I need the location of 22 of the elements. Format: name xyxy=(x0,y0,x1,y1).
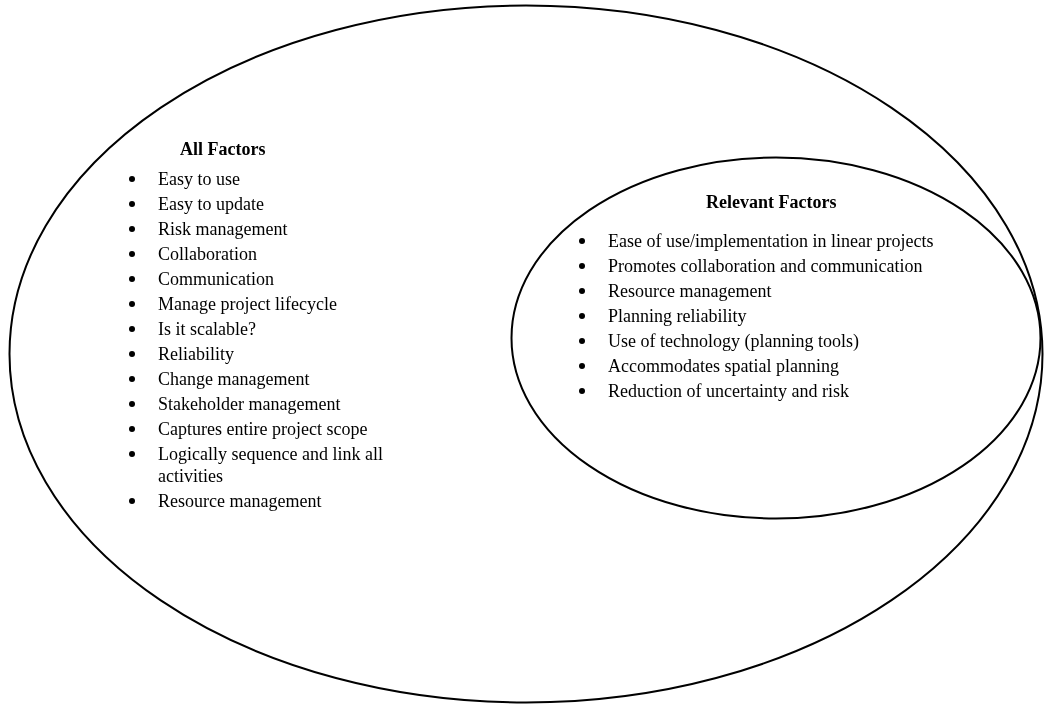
bullet-item: Change management xyxy=(124,368,424,390)
bullet-item: Ease of use/implementation in linear projects xyxy=(574,230,954,252)
bullet-item: Planning reliability xyxy=(574,305,954,327)
heading: Relevant Factors xyxy=(706,192,837,213)
bullet-item: Easy to update xyxy=(124,193,424,215)
bullet-item: Collaboration xyxy=(124,243,424,265)
bullet-item: Risk management xyxy=(124,218,424,240)
bullet-item: Accommodates spatial planning xyxy=(574,355,954,377)
bullet-item: Stakeholder management xyxy=(124,393,424,415)
bullet-item: Reduction of uncertainty and risk xyxy=(574,380,954,402)
bullet-item: Captures entire project scope xyxy=(124,418,424,440)
bullet-item: Resource management xyxy=(124,490,424,512)
bullet-item: Promotes collaboration and communication xyxy=(574,255,954,277)
bullet-item: Logically sequence and link all activities xyxy=(124,443,424,487)
bullet-item: Is it scalable? xyxy=(124,318,424,340)
bullet-item: Resource management xyxy=(574,280,954,302)
heading: All Factors xyxy=(180,139,266,160)
bullet-item: Reliability xyxy=(124,343,424,365)
bullet-item: Communication xyxy=(124,268,424,290)
bullet-item: Easy to use xyxy=(124,168,424,190)
bullet-item: Manage project lifecycle xyxy=(124,293,424,315)
bullet-item: Use of technology (planning tools) xyxy=(574,330,954,352)
